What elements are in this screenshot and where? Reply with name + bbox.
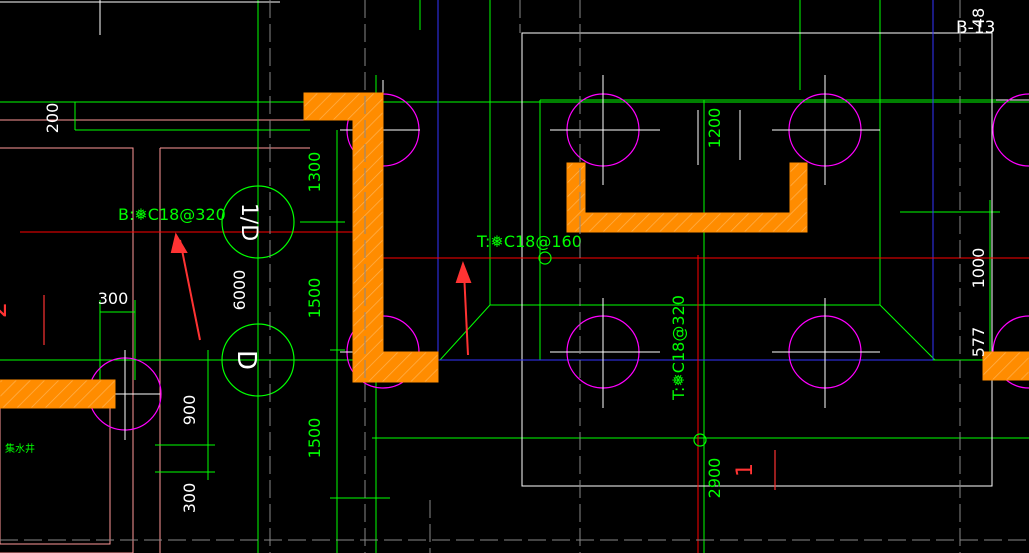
- dimension-labels: 200 1300 6000 1500 1500 300 900 300 1200…: [43, 8, 988, 513]
- mark-1: 1: [733, 463, 758, 477]
- axis-bubbles: [221, 185, 707, 447]
- rebar-label-top-vertical: T:❅C18@320: [669, 295, 688, 401]
- wall-left-l-shape: [303, 92, 439, 383]
- dim-1300: 1300: [305, 152, 324, 193]
- dim-1000: 1000: [969, 248, 988, 289]
- dim-1500-lower: 1500: [305, 418, 324, 459]
- dim-577: 577: [969, 327, 988, 358]
- room-label-2: 2: [0, 302, 13, 319]
- wall-u-shape: [566, 162, 808, 233]
- axis-label-d: D: [231, 350, 261, 370]
- dim-200: 200: [43, 103, 62, 134]
- rebar-label-top-horizontal: T:❅C18@160: [476, 232, 582, 251]
- sheet-label: B-13: [956, 18, 995, 38]
- concrete-walls: [0, 92, 1029, 409]
- red-reference-lines: [20, 231, 1029, 553]
- pile-circles: [88, 93, 1029, 431]
- dim-partial-48: 48: [969, 8, 988, 28]
- dim-1200: 1200: [705, 108, 724, 149]
- dim-1500-upper: 1500: [305, 278, 324, 319]
- wall-right-stub: [982, 351, 1029, 381]
- axis-label-1d: 1/D: [236, 203, 261, 241]
- dim-900: 900: [180, 395, 199, 426]
- room-label-sump: 集水井: [5, 442, 35, 455]
- white-outlines: [0, 0, 1029, 487]
- dim-300-top: 300: [98, 289, 129, 308]
- dim-300-bottom: 300: [180, 483, 199, 514]
- blue-lines: [437, 0, 934, 361]
- dim-2900: 2900: [705, 458, 724, 499]
- left-structure-outlines: [0, 119, 310, 553]
- dim-6000: 6000: [230, 270, 249, 311]
- wall-left-stub: [0, 379, 116, 409]
- rebar-label-bottom: B:❅C18@320: [118, 205, 226, 224]
- red-arrows: [170, 232, 472, 356]
